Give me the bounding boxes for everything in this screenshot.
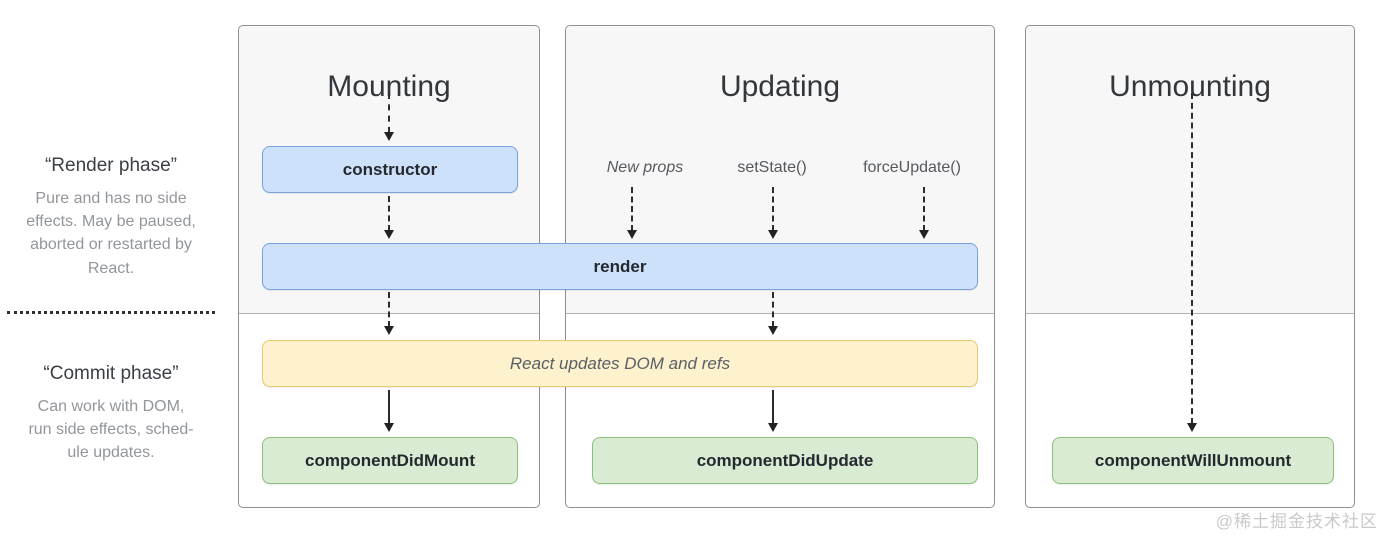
arrow-unmounting-to-componentwillunmount	[1186, 93, 1198, 432]
commit-phase-title: “Commit phase”	[43, 363, 179, 384]
arrow-react-updates-to-componentdidupdate	[767, 390, 779, 432]
commit-phase-description: Can work with DOM, run side effects, sch…	[28, 398, 194, 462]
componentdidmount-node[interactable]: componentDidMount	[262, 437, 518, 484]
arrow-react-updates-to-componentdidmount	[383, 390, 395, 432]
trigger-new-props: New props	[606, 159, 684, 176]
phase-divider-dotted-line	[7, 311, 215, 314]
arrow-forceupdate-to-render	[918, 187, 930, 239]
trigger-forceupdate: forceUpdate()	[863, 159, 961, 176]
constructor-node[interactable]: constructor	[262, 146, 518, 193]
componentdidupdate-node[interactable]: componentDidUpdate	[592, 437, 978, 484]
componentwillunmount-node[interactable]: componentWillUnmount	[1052, 437, 1334, 484]
arrow-render-to-react-updates-updating	[767, 292, 779, 335]
render-node[interactable]: render	[262, 243, 978, 290]
watermark-text: @稀土掘金技术社区	[1215, 512, 1378, 531]
arrow-mounting-to-constructor	[383, 93, 395, 141]
updating-column-title: Updating	[719, 70, 841, 103]
arrow-constructor-to-render	[383, 196, 395, 239]
arrow-setstate-to-render	[767, 187, 779, 239]
trigger-setstate: setState()	[737, 159, 807, 176]
render-phase-title: “Render phase”	[44, 155, 178, 176]
commit-phase-block: “Commit phase” Can work with DOM, run si…	[8, 363, 214, 465]
render-phase-description: Pure and has no side effects. May be pau…	[26, 190, 196, 277]
arrow-new-props-to-render	[626, 187, 638, 239]
render-phase-block: “Render phase” Pure and has no side effe…	[8, 155, 214, 280]
arrow-render-to-react-updates-mounting	[383, 292, 395, 335]
react-updates-dom-node[interactable]: React updates DOM and refs	[262, 340, 978, 387]
